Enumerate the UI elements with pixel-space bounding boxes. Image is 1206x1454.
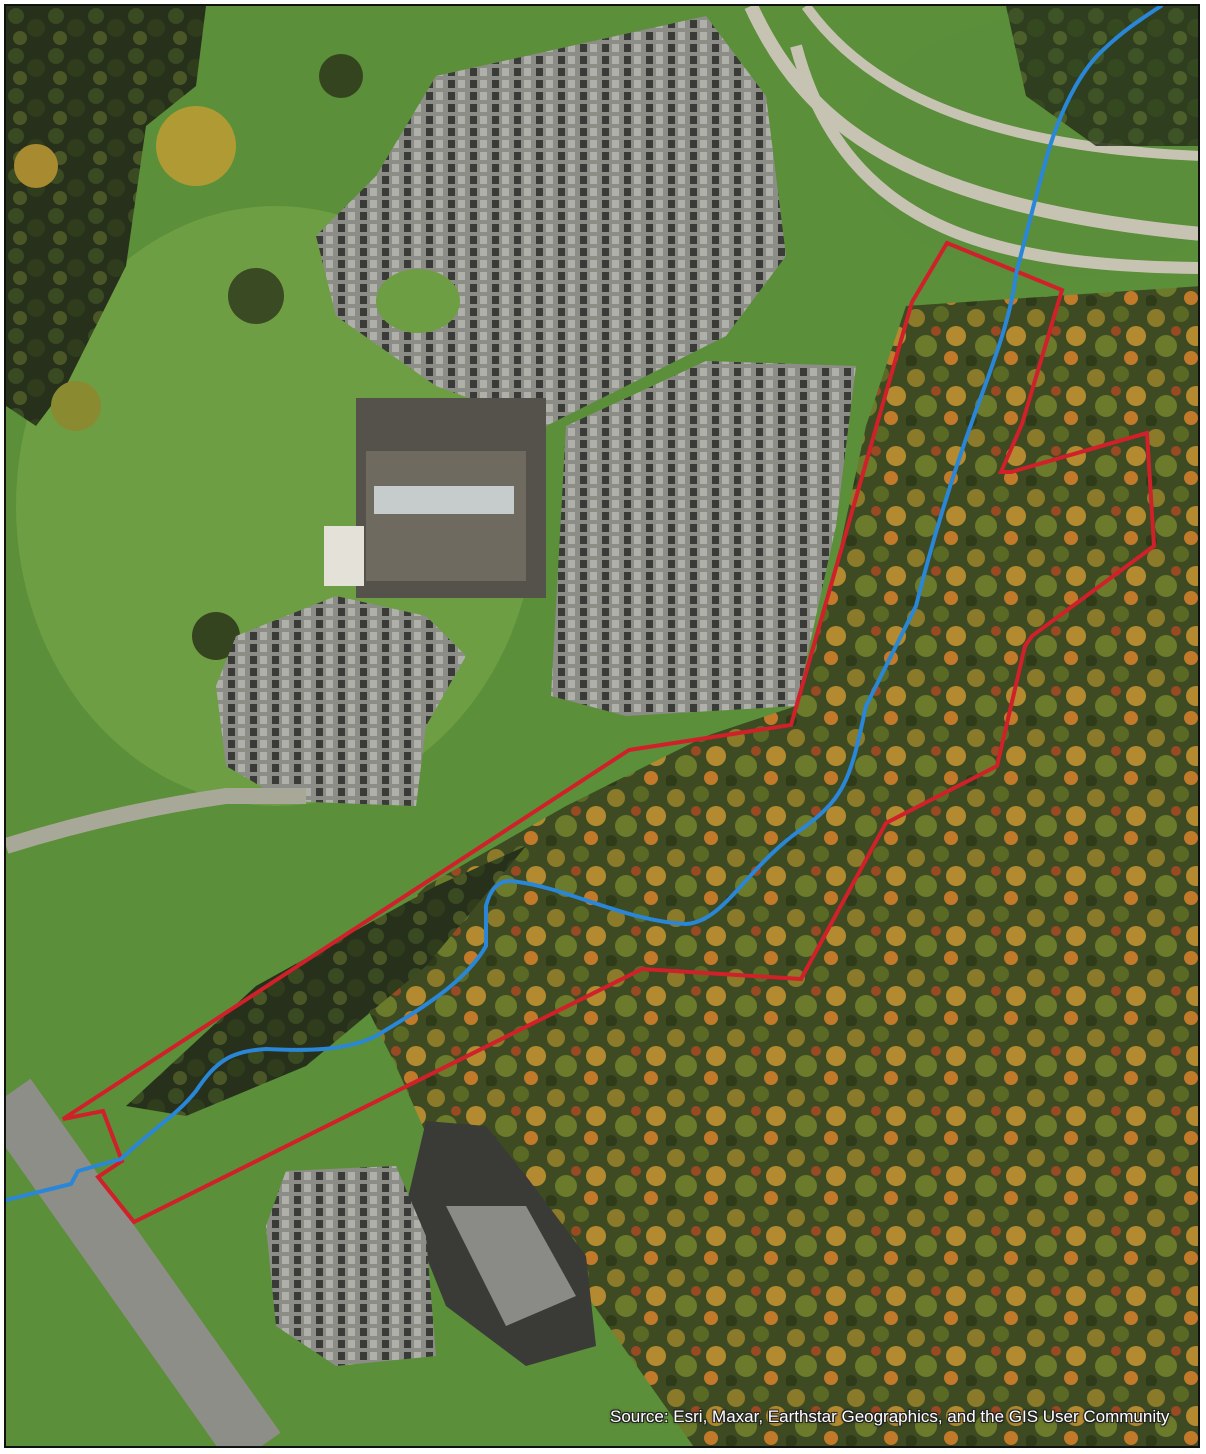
parking-lot <box>266 1166 436 1366</box>
project-boundary[interactable] <box>61 240 1157 1225</box>
road <box>801 6 1198 161</box>
road <box>790 44 1198 274</box>
tree <box>51 381 101 431</box>
stream-line[interactable] <box>6 6 1163 1202</box>
tree <box>14 144 58 188</box>
road <box>744 6 1198 241</box>
lawn-island <box>376 269 460 333</box>
tree <box>319 54 363 98</box>
aerial-map[interactable] <box>6 6 1200 1448</box>
tree <box>192 612 240 660</box>
road <box>6 1078 281 1446</box>
map-frame: Source: Esri, Maxar, Earthstar Geographi… <box>4 4 1200 1448</box>
parking-lot <box>551 361 856 716</box>
building-roof <box>446 1206 576 1326</box>
tree-cluster <box>1006 6 1198 146</box>
tree <box>156 106 236 186</box>
forest <box>346 286 1198 1446</box>
building-skylight <box>374 486 514 514</box>
building-entry <box>324 526 364 586</box>
parking-lot <box>216 596 466 806</box>
forest <box>126 846 526 1116</box>
road <box>6 788 306 854</box>
building-roof <box>366 451 526 581</box>
tree-cluster <box>6 6 206 426</box>
map-attribution: Source: Esri, Maxar, Earthstar Geographi… <box>610 1407 1170 1426</box>
tree <box>228 268 284 324</box>
